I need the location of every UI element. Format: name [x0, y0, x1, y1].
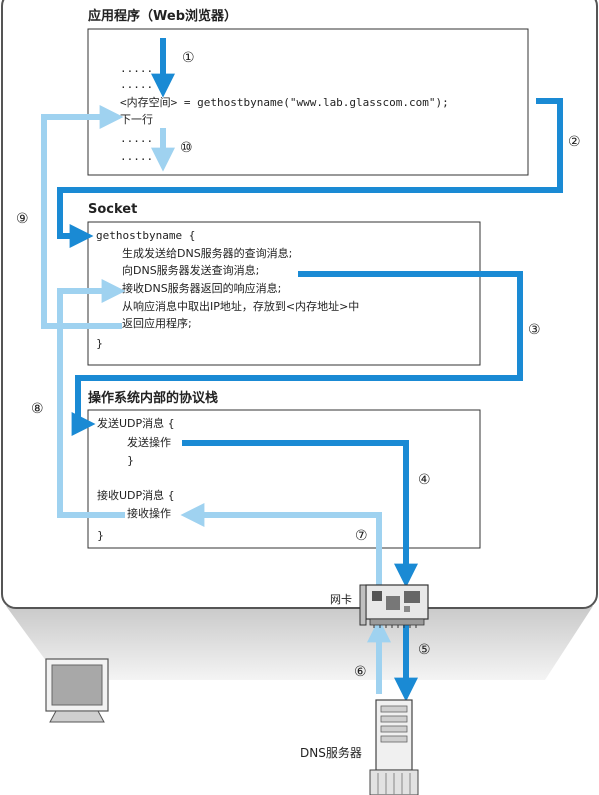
app-line: ..... — [120, 150, 153, 163]
socket-line: 生成发送给DNS服务器的查询消息; — [122, 246, 292, 260]
app-line: ..... — [120, 78, 153, 91]
os-line: 发送操作 — [127, 435, 171, 449]
os-line: } — [127, 454, 134, 467]
socket-box — [87, 221, 481, 366]
step-label-2: ② — [568, 134, 581, 150]
socket-line: gethostbyname { — [96, 229, 195, 242]
step-label-5: ⑤ — [418, 642, 431, 658]
socket-section-title: Socket — [88, 202, 137, 217]
socket-line: 接收DNS服务器返回的响应消息; — [122, 281, 281, 295]
socket-line: } — [96, 337, 103, 350]
socket-line: 向DNS服务器发送查询消息; — [122, 263, 259, 277]
socket-line: 从响应消息中取出IP地址，存放到<内存地址>中 — [122, 299, 359, 313]
step-label-8: ⑧ — [31, 401, 44, 417]
nic-label: 网卡 — [330, 593, 352, 606]
step-label-1: ① — [182, 50, 195, 66]
step-label-9: ⑨ — [16, 211, 29, 227]
os-line: 接收操作 — [127, 506, 171, 520]
step-label-7: ⑦ — [355, 528, 368, 544]
os-line: 接收UDP消息 { — [97, 488, 175, 502]
arrow-step-7 — [180, 503, 382, 590]
dns-server-label: DNS服务器 — [300, 745, 362, 760]
app-line: 下一行 — [120, 113, 153, 126]
os-line: } — [97, 529, 104, 542]
dns-server-icon — [369, 699, 419, 795]
arrow-step-4 — [182, 440, 418, 588]
socket-line: 返回应用程序; — [122, 316, 192, 330]
step-label-6: ⑥ — [354, 664, 367, 680]
app-section-title: 应用程序（Web浏览器） — [88, 8, 237, 24]
app-line: ..... — [120, 132, 153, 145]
step-label-3: ③ — [528, 322, 541, 338]
app-line: <内存空间> = gethostbyname("www.lab.glasscom… — [120, 95, 449, 109]
os-section-title: 操作系统内部的协议栈 — [88, 390, 218, 406]
floor-shadow — [6, 606, 593, 680]
arrow-step-3 — [71, 271, 523, 436]
step-label-10: ⑩ — [180, 140, 193, 156]
arrow-step-9 — [41, 105, 124, 329]
arrow-step-2 — [57, 98, 563, 248]
monitor-icon — [45, 658, 109, 723]
app-line: ..... — [120, 62, 153, 75]
step-label-4: ④ — [418, 472, 431, 488]
nic-card-icon — [359, 584, 429, 628]
os-box — [87, 409, 481, 549]
arrow-step-8 — [57, 279, 126, 518]
os-line: 发送UDP消息 { — [97, 416, 175, 430]
